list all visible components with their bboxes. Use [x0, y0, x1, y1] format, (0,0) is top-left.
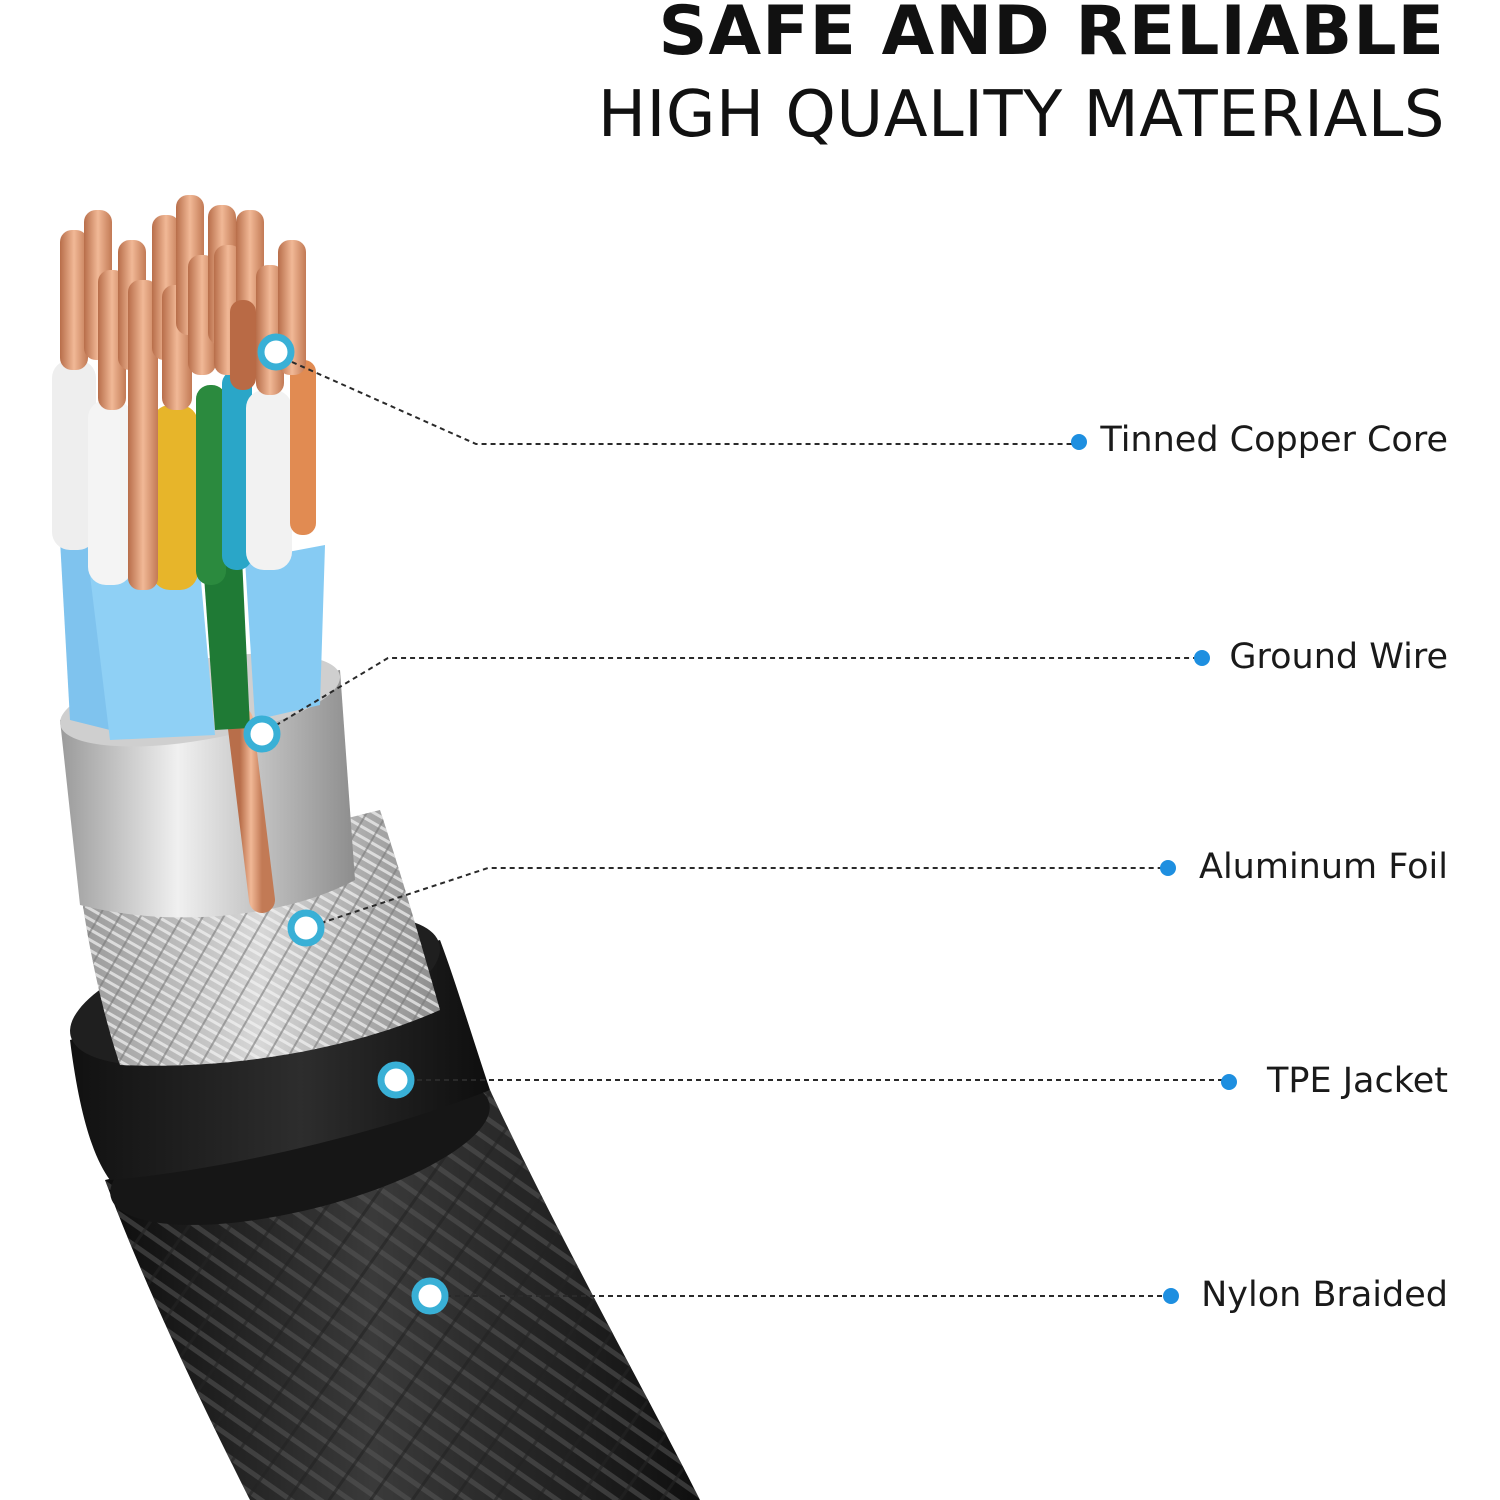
green-conductor: [196, 385, 226, 585]
orange-conductor: [290, 360, 316, 535]
callout-label-aluminum-foil: Aluminum Foil: [1199, 847, 1448, 887]
page-subtitle: HIGH QUALITY MATERIALS: [597, 78, 1445, 152]
callout-label-nylon-braided: Nylon Braided: [1201, 1275, 1448, 1315]
white-conductor-1: [52, 360, 96, 550]
anchor-ring-icon: [243, 333, 449, 1315]
callout-leader-lines: [267, 361, 1228, 1297]
callout-label-tinned-copper-core: Tinned Copper Core: [1100, 420, 1448, 460]
callout-label-ground-wire: Ground Wire: [1229, 637, 1448, 677]
callout-label-tpe-jacket: TPE Jacket: [1266, 1061, 1448, 1101]
blue-foil-pair-2: [90, 570, 215, 740]
page-title: SAFE AND RELIABLE: [658, 0, 1445, 71]
white-conductor-3: [246, 390, 292, 570]
white-conductor-2: [88, 400, 132, 585]
ground-wire: [227, 707, 275, 913]
callout-dot-icon: [1071, 434, 1237, 1304]
copper-strands: [60, 195, 306, 590]
teal-conductor: [222, 370, 252, 570]
yellow-conductor: [152, 405, 198, 590]
blue-foil-pair-3: [245, 545, 325, 720]
